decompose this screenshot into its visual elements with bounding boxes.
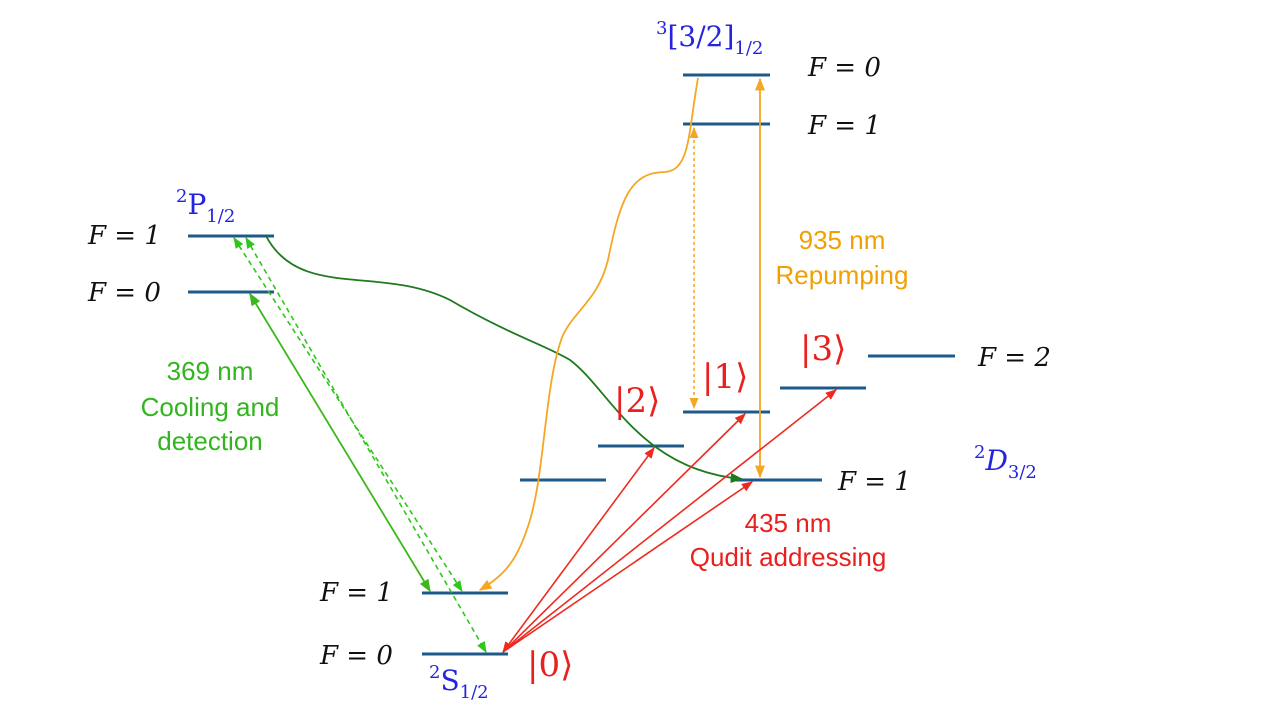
term-bracket: 3[3/2]1/2	[656, 18, 763, 59]
annotation-cooling-line2: Cooling and	[141, 392, 280, 422]
qudit-arrow-to-1	[502, 413, 746, 653]
ket-0: |0⟩	[527, 645, 573, 685]
annotation-qudit: 435 nm Qudit addressing	[690, 508, 887, 572]
label-bracket-f1: F = 1	[807, 111, 881, 141]
cooling-arrow-369	[249, 292, 431, 593]
repump-decay-curve	[478, 77, 699, 591]
annotation-repump-line1: 935 nm	[799, 225, 886, 255]
term-d32: 2D3/2	[974, 442, 1037, 483]
label-p-f1: F = 1	[87, 221, 161, 251]
annotation-qudit-line2: Qudit addressing	[690, 542, 887, 572]
term-s12: 2S1/2	[429, 662, 489, 703]
qudit-arrow-to-0-ref	[502, 481, 753, 653]
annotation-cooling-line3: detection	[157, 426, 263, 456]
annotation-cooling: 369 nm Cooling and detection	[141, 356, 280, 456]
annotation-repump-line2: Repumping	[776, 260, 909, 290]
ket-3: |3⟩	[800, 329, 846, 369]
annotation-qudit-line1: 435 nm	[745, 508, 832, 538]
qudit-arrow-to-2	[502, 447, 655, 653]
annotation-repump: 935 nm Repumping	[776, 225, 909, 290]
label-s-f0: F = 0	[319, 641, 393, 671]
decay-curve-p-to-d	[265, 235, 744, 484]
label-bracket-f0: F = 0	[807, 53, 881, 83]
label-s-f1: F = 1	[319, 578, 393, 608]
label-d-f2: F = 2	[977, 343, 1051, 373]
annotation-cooling-line1: 369 nm	[167, 356, 254, 386]
label-d-f1: F = 1	[837, 467, 911, 497]
qudit-arrow-to-3	[502, 389, 837, 653]
ket-2: |2⟩	[614, 381, 660, 421]
term-p12: 2P1/2	[176, 186, 235, 227]
cooling-dashed-arrow-2	[245, 237, 487, 653]
label-p-f0: F = 0	[87, 278, 161, 308]
transitions	[233, 77, 837, 653]
ket-1: |1⟩	[702, 357, 748, 397]
